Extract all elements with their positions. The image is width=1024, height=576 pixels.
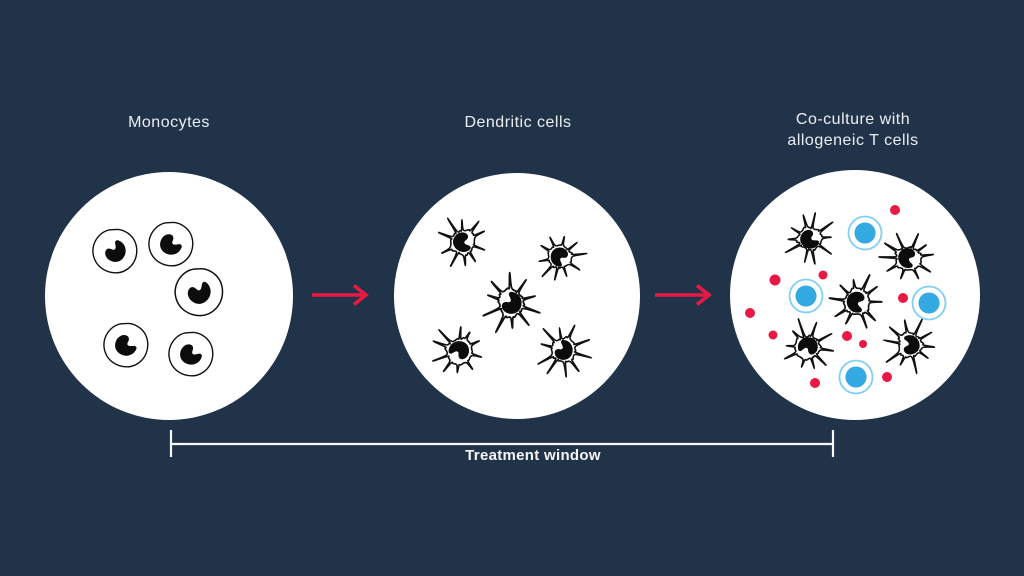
panel-circle-monocytes xyxy=(45,172,293,420)
monocyte-cell xyxy=(168,331,214,377)
t-cell xyxy=(911,285,947,321)
cytokine-dot xyxy=(842,331,852,341)
t-cell xyxy=(838,359,874,395)
dendritic-cell xyxy=(537,324,593,378)
treatment-window-label: Treatment window xyxy=(465,447,601,464)
dendritic-cell xyxy=(783,318,835,370)
cytokine-dot xyxy=(769,274,781,286)
dendritic-cell xyxy=(437,217,486,268)
monocyte-cell xyxy=(92,228,138,274)
dendritic-cell xyxy=(882,317,936,375)
cytokine-dot xyxy=(818,270,828,280)
label-dendritic-cells: Dendritic cells xyxy=(464,114,572,131)
cytokine-dot xyxy=(898,293,908,303)
cytokine-dot xyxy=(859,340,867,348)
cytokine-dot xyxy=(768,330,778,340)
dendritic-cell xyxy=(482,271,541,334)
dendritic-cell xyxy=(538,235,588,281)
cytokine-dot xyxy=(745,308,755,318)
treatment-window-bracket xyxy=(169,430,835,457)
cytokine-dot xyxy=(890,205,900,215)
monocyte-cell xyxy=(148,221,194,267)
dendritic-cell xyxy=(828,273,883,329)
arrow-right-icon xyxy=(312,284,369,306)
t-cell xyxy=(847,215,883,251)
cytokine-dot xyxy=(882,372,892,382)
arrow-right-icon xyxy=(655,284,712,306)
label-co-culture-line2: allogeneic T cells xyxy=(787,132,919,149)
cytokine-dot xyxy=(810,378,820,388)
label-co-culture: Co-culture with allogeneic T cells xyxy=(787,109,918,151)
label-co-culture-line1: Co-culture with xyxy=(795,111,911,128)
dendritic-cell xyxy=(431,326,483,374)
monocyte-cell xyxy=(174,268,224,317)
dendritic-cell xyxy=(784,212,834,265)
monocyte-cell xyxy=(103,322,149,368)
label-monocytes: Monocytes xyxy=(128,114,210,131)
t-cell xyxy=(788,278,824,314)
dendritic-cell xyxy=(878,232,935,280)
